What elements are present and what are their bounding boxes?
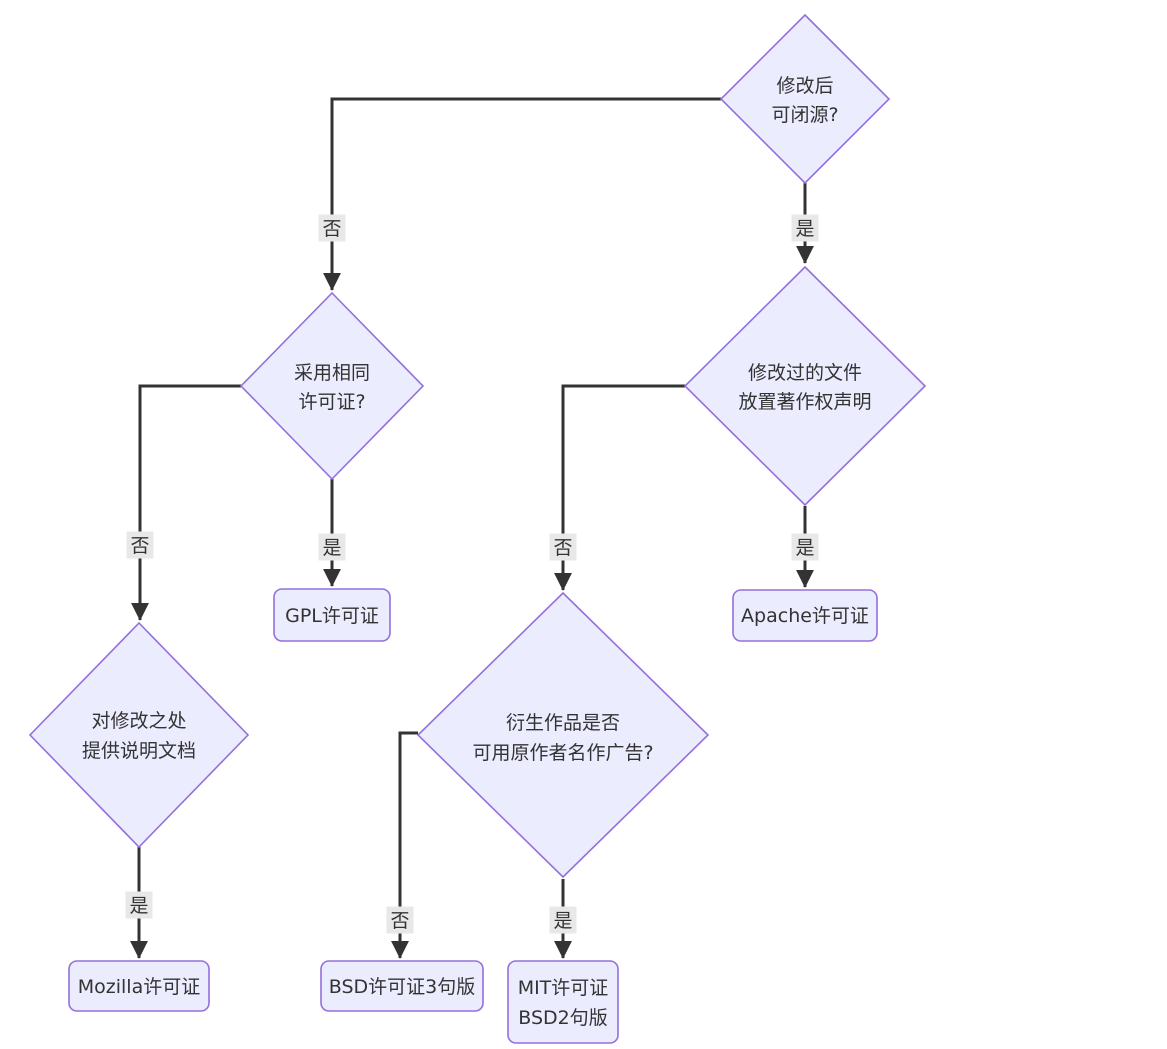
edge-label-yes-6: 是 [125,891,153,919]
decision-copyright-notice: 修改过的文件 放置著作权声明 [683,265,927,507]
svg-text:许可证?: 许可证? [298,391,365,413]
svg-text:GPL许可证: GPL许可证 [285,605,379,627]
result-apache: Apache许可证 [732,589,878,642]
decision-copyright-notice-shape [683,265,927,507]
decision-doc-changes-shape [28,621,250,849]
edge-label-yes-5: 是 [791,533,819,561]
edge-advertising-to-bsd3 [391,731,418,959]
edge-label-no-2: 否 [126,531,154,559]
svg-text:BSD2句版: BSD2句版 [518,1007,607,1029]
edge-labels: 否 是 否 是 否 是 是 否 [125,214,819,934]
svg-text:修改过的文件: 修改过的文件 [748,362,862,384]
svg-text:衍生作品是否: 衍生作品是否 [506,712,620,734]
decision-advertising: 衍生作品是否 可用原作者名作广告? [416,591,710,879]
decision-modify-closed: 修改后 可闭源? [719,13,891,185]
result-mozilla-shape [68,960,210,1012]
edge-label-yes-3: 是 [318,533,346,561]
svg-text:对修改之处: 对修改之处 [91,710,186,732]
decision-same-license-shape [239,291,425,481]
result-apache-shape [732,589,878,642]
svg-text:可闭源?: 可闭源? [771,104,838,126]
result-gpl-shape [273,588,391,642]
decision-same-license: 采用相同 许可证? [239,291,425,481]
result-mit-bsd2: MIT许可证 BSD2句版 [507,960,619,1044]
svg-text:提供说明文档: 提供说明文档 [82,740,196,762]
svg-text:Apache许可证: Apache许可证 [741,605,869,627]
edge-label-no-0: 否 [318,214,346,242]
svg-text:MIT许可证: MIT许可证 [518,977,609,999]
svg-text:是: 是 [129,895,148,917]
svg-text:放置著作权声明: 放置著作权声明 [738,391,871,413]
svg-text:BSD许可证3句版: BSD许可证3句版 [329,976,475,998]
edge-copyright-notice-to-advertising [554,384,685,591]
result-mit-bsd2-shape [507,960,619,1044]
svg-text:否: 否 [553,537,572,559]
decision-doc-changes: 对修改之处 提供说明文档 [28,621,250,849]
edge-label-no-7: 否 [386,906,414,934]
edges [130,97,814,959]
edge-label-no-4: 否 [549,533,577,561]
result-bsd3-shape [320,960,484,1012]
result-gpl: GPL许可证 [273,588,391,642]
edge-modify-closed-to-same-license [323,97,721,291]
svg-text:是: 是 [553,910,572,932]
svg-text:否: 否 [322,218,341,240]
decision-advertising-shape [416,591,710,879]
svg-text:Mozilla许可证: Mozilla许可证 [78,976,200,998]
svg-text:否: 否 [130,535,149,557]
svg-text:是: 是 [795,537,814,559]
edge-same-license-to-doc-changes [131,384,241,621]
svg-text:是: 是 [322,537,341,559]
edge-label-yes-8: 是 [549,906,577,934]
result-mozilla: Mozilla许可证 [68,960,210,1012]
svg-text:采用相同: 采用相同 [294,362,370,384]
svg-text:是: 是 [795,218,814,240]
decision-modify-closed-shape [719,13,891,185]
svg-text:修改后: 修改后 [776,75,833,97]
svg-text:可用原作者名作广告?: 可用原作者名作广告? [472,742,653,764]
result-bsd3: BSD许可证3句版 [320,960,484,1012]
edge-label-yes-1: 是 [791,214,819,242]
svg-text:否: 否 [390,910,409,932]
